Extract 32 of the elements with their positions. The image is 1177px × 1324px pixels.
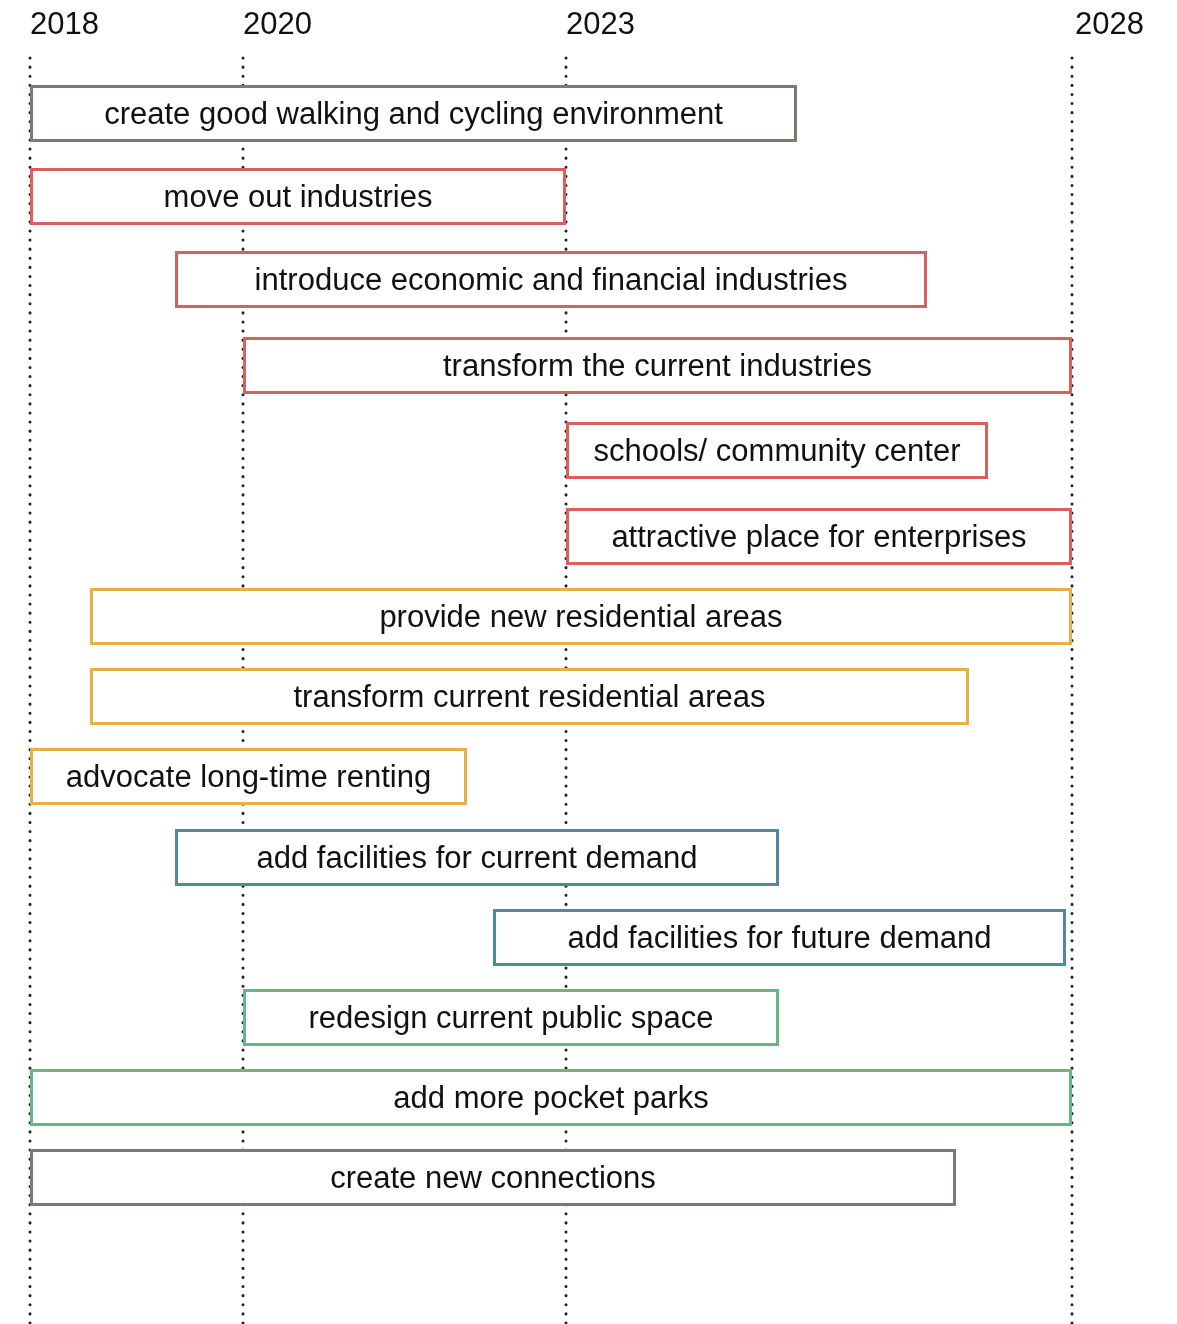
bar-label: schools/ community center (593, 432, 961, 469)
timeline-bar (243, 337, 1072, 394)
year-label: 2020 (243, 6, 312, 42)
timeline-bar (566, 422, 988, 479)
timeline-bar (243, 989, 779, 1046)
timeline-bar (175, 251, 927, 308)
timeline-bar (30, 1069, 1072, 1126)
bar-label: add facilities for future demand (567, 919, 992, 956)
bar-label: add more pocket parks (393, 1079, 709, 1116)
year-label: 2028 (1075, 6, 1144, 42)
bar-label: move out industries (163, 178, 433, 215)
timeline-bar (493, 909, 1066, 966)
timeline-bar (30, 168, 566, 225)
timeline-bar (175, 829, 779, 886)
timeline-bar (90, 588, 1072, 645)
timeline-bar (30, 748, 467, 805)
bar-label: introduce economic and financial industries (254, 261, 848, 298)
timeline-bar (30, 85, 797, 142)
year-label: 2018 (30, 6, 99, 42)
bar-label: create new connections (330, 1159, 656, 1196)
bar-label: transform current residential areas (293, 678, 766, 715)
bar-label: attractive place for enterprises (611, 518, 1027, 555)
bar-label: provide new residential areas (379, 598, 783, 635)
bar-label: advocate long-time renting (65, 758, 432, 795)
timeline-bar (30, 1149, 956, 1206)
bar-label: add facilities for current demand (256, 839, 698, 876)
timeline-bar (90, 668, 969, 725)
timeline-bar (566, 508, 1072, 565)
bar-label: create good walking and cycling environment (104, 95, 723, 132)
bar-label: redesign current public space (308, 999, 714, 1036)
year-label: 2023 (566, 6, 635, 42)
bar-label: transform the current industries (443, 347, 872, 384)
